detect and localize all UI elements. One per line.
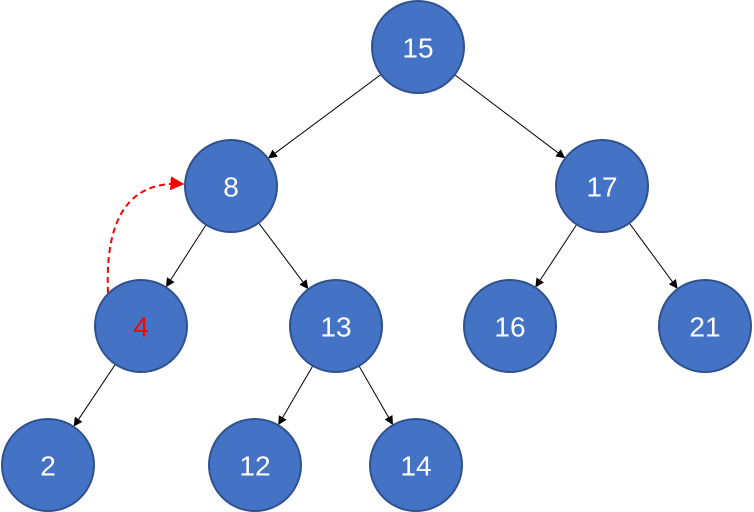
tree-node-14: 14 [369,418,463,512]
rotation-arrow-4-to-8 [106,176,185,294]
node-circle [369,418,463,512]
tree-node-21: 21 [658,279,752,373]
node-label: 13 [320,312,351,343]
edge-8-to-4 [165,222,208,288]
tree-node-8: 8 [184,139,278,233]
node-circle [94,279,188,373]
node-circle [463,279,557,373]
node-circle [289,279,383,373]
tree-node-4: 4 [94,279,188,373]
node-label: 4 [133,312,149,343]
node-circle [184,139,278,233]
edge-8-to-13 [256,220,309,290]
node-label: 21 [689,312,720,343]
edge-17-to-16 [535,222,579,288]
node-circle [658,279,752,373]
edge-15-to-17 [452,73,566,159]
node-label: 12 [239,451,270,482]
tree-node-2: 2 [1,418,95,512]
node-label: 15 [402,33,433,64]
node-circle [555,139,649,233]
node-circle [371,0,465,94]
tree-node-17: 17 [555,139,649,233]
node-label: 14 [400,451,431,482]
node-label: 16 [494,312,525,343]
edge-15-to-8 [267,72,383,159]
node-label: 2 [40,451,56,482]
node-label: 17 [586,172,617,203]
edges-layer [73,72,678,427]
node-label: 8 [223,172,239,203]
edge-17-to-21 [627,221,678,289]
tree-node-12: 12 [208,418,302,512]
node-circle [208,418,302,512]
edge-4-to-2 [73,362,117,427]
edge-13-to-14 [357,363,394,426]
tree-node-16: 16 [463,279,557,373]
tree-node-13: 13 [289,279,383,373]
edge-13-to-12 [278,363,315,426]
tree-node-15: 15 [371,0,465,94]
node-circle [1,418,95,512]
rotation-arrow-layer [106,176,185,294]
